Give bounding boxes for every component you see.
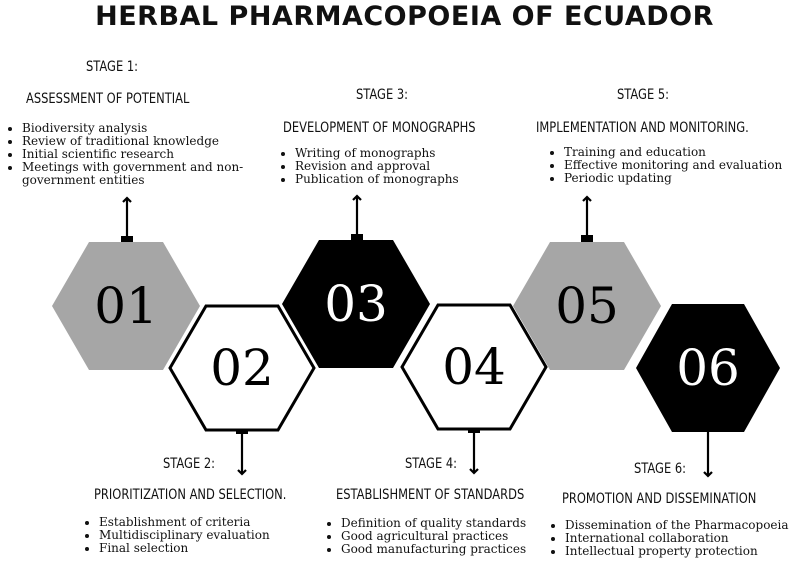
stage-5-list: Training and education Effective monitor… — [547, 146, 809, 185]
hexagon-01-shape — [52, 242, 200, 370]
list-item: Good agricultural practices — [341, 530, 571, 543]
stage-3-title: DEVELOPMENT OF MONOGRAPHS — [283, 120, 476, 136]
list-item: Initial scientific research — [22, 148, 272, 161]
stage-3-list: Writing of monographs Revision and appro… — [278, 147, 525, 186]
list-item: Final selection — [99, 542, 329, 555]
list-item: Meetings with government and non-governm… — [22, 161, 272, 187]
list-item: Dissemination of the Pharmacopoeia — [565, 519, 809, 532]
hexagon-02-shape — [168, 304, 316, 432]
hexagon-03: 03 — [282, 240, 430, 368]
hexagon-03-shape — [282, 240, 430, 368]
stage-6-title: PROMOTION AND DISSEMINATION — [562, 491, 757, 507]
list-item: International collaboration — [565, 532, 809, 545]
hexagon-02: 02 — [168, 304, 316, 432]
stage-2-list: Establishment of criteria Multidisciplin… — [82, 516, 329, 555]
list-item: Effective monitoring and evaluation — [564, 159, 809, 172]
list-item: Review of traditional knowledge — [22, 135, 272, 148]
stage-2-title: PRIORITIZATION AND SELECTION. — [94, 487, 287, 503]
hexagon-04-shape — [400, 303, 548, 431]
stage-5-title: IMPLEMENTATION AND MONITORING. — [536, 120, 749, 136]
list-item: Training and education — [564, 146, 809, 159]
list-item: Good manufacturing practices — [341, 543, 571, 556]
list-item: Definition of quality standards — [341, 517, 571, 530]
stage-3-label: STAGE 3: — [356, 87, 409, 103]
hexagon-05-shape — [513, 242, 661, 370]
hexagon-06: 06 — [636, 304, 780, 432]
list-item: Writing of monographs — [295, 147, 525, 160]
hexagon-04-number: 04 — [442, 338, 506, 396]
page-title: HERBAL PHARMACOPOEIA OF ECUADOR — [95, 1, 714, 32]
stage-4-list: Definition of quality standards Good agr… — [324, 517, 571, 556]
hexagon-06-number: 06 — [676, 339, 740, 397]
stage-1-list: Biodiversity analysis Review of traditio… — [5, 122, 272, 187]
list-item: Periodic updating — [564, 172, 809, 185]
stage-2-label: STAGE 2: — [163, 456, 216, 472]
hexagon-01-number: 01 — [94, 277, 158, 335]
hexagon-05-number: 05 — [555, 277, 619, 335]
stage-1-label: STAGE 1: — [86, 59, 139, 75]
hexagon-01: 01 — [52, 242, 200, 370]
list-item: Establishment of criteria — [99, 516, 329, 529]
stage-6-list: Dissemination of the Pharmacopoeia Inter… — [548, 519, 809, 558]
stage-4-title: ESTABLISHMENT OF STANDARDS — [336, 487, 525, 503]
hexagon-02-number: 02 — [210, 339, 274, 397]
stage-5-label: STAGE 5: — [617, 87, 670, 103]
hexagon-04: 04 — [400, 303, 548, 431]
list-item: Revision and approval — [295, 160, 525, 173]
stage-6-label: STAGE 6: — [634, 461, 687, 477]
list-item: Biodiversity analysis — [22, 122, 272, 135]
hexagon-03-number: 03 — [324, 275, 388, 333]
list-item: Publication of monographs — [295, 173, 525, 186]
stage-4-label: STAGE 4: — [405, 456, 458, 472]
hexagon-06-shape — [636, 304, 780, 432]
list-item: Intellectual property protection — [565, 545, 809, 558]
stage-1-title: ASSESSMENT OF POTENTIAL — [26, 91, 190, 107]
list-item: Multidisciplinary evaluation — [99, 529, 329, 542]
hexagon-05: 05 — [513, 242, 661, 370]
